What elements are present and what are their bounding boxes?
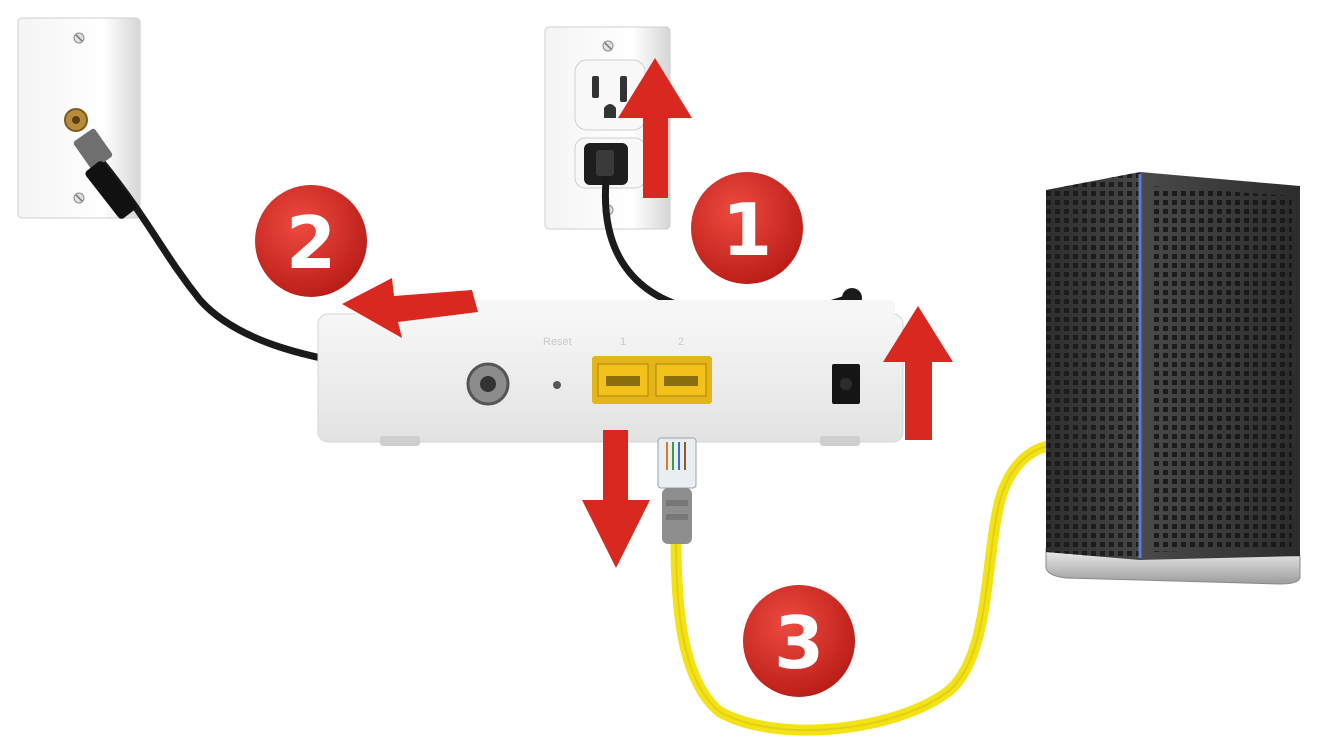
port1-label: 1 [620, 336, 626, 348]
arrow-down-icon [582, 430, 650, 568]
step-badge-3: 3 [743, 585, 855, 697]
reset-button [553, 381, 561, 389]
step-number: 1 [722, 188, 772, 272]
step-number: 3 [774, 601, 824, 685]
arrow-left-icon [342, 278, 478, 338]
arrow-up-icon [618, 58, 692, 198]
modem: Reset 1 2 [317, 300, 904, 446]
step-badge-1: 1 [691, 172, 803, 284]
step-number: 2 [286, 201, 336, 285]
reset-label: Reset [543, 336, 572, 348]
computer-tower [1045, 172, 1301, 585]
step-badge-2: 2 [255, 185, 367, 297]
port2-label: 2 [678, 336, 684, 348]
arrow-up-icon [883, 306, 953, 440]
ethernet-cable [657, 437, 1054, 736]
